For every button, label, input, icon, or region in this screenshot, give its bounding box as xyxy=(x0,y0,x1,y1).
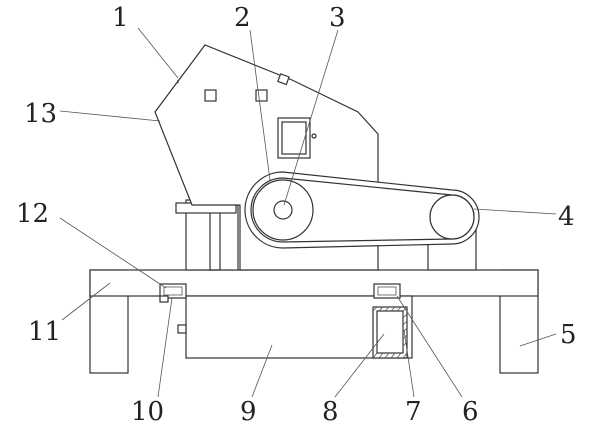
left-clamp xyxy=(159,283,187,303)
callout-labels: 1 2 3 4 5 6 7 8 9 10 11 12 13 xyxy=(16,3,577,427)
callout-12: 12 xyxy=(16,199,49,229)
callout-5: 5 xyxy=(560,320,577,350)
inspection-door xyxy=(277,117,311,159)
callout-13: 13 xyxy=(24,99,57,129)
callout-1: 1 xyxy=(112,3,129,33)
callout-2: 2 xyxy=(234,3,251,33)
callout-6: 6 xyxy=(462,397,479,427)
belt-drive xyxy=(244,171,480,271)
collection-box xyxy=(177,295,413,359)
callout-11: 11 xyxy=(28,317,61,347)
leader-7 xyxy=(403,329,415,398)
callout-8: 8 xyxy=(322,397,339,427)
leader-10 xyxy=(157,297,173,398)
window-right xyxy=(255,89,268,102)
callout-9: 9 xyxy=(240,397,257,427)
leader-1 xyxy=(137,27,179,79)
window-left xyxy=(204,89,217,102)
table-top xyxy=(89,269,539,297)
leader-4 xyxy=(473,208,557,215)
leader-6 xyxy=(396,295,463,398)
callout-4: 4 xyxy=(558,202,575,232)
small-pulley xyxy=(429,194,475,240)
leader-8 xyxy=(334,333,385,398)
leader-9 xyxy=(251,344,273,398)
outlet-chute xyxy=(372,306,408,359)
leader-3 xyxy=(283,29,339,206)
leader-2 xyxy=(249,29,271,181)
leader-5 xyxy=(519,333,557,347)
callout-7: 7 xyxy=(405,397,422,427)
chute-hatching xyxy=(372,306,408,359)
leader-11 xyxy=(61,282,111,321)
callout-3: 3 xyxy=(329,3,346,33)
large-pulley xyxy=(252,179,314,241)
leader-lines xyxy=(59,27,557,398)
side-tab xyxy=(177,324,187,334)
top-nub xyxy=(277,73,290,86)
right-clamp xyxy=(373,283,401,299)
callout-10: 10 xyxy=(131,397,164,427)
leader-12 xyxy=(59,217,167,289)
leader-13 xyxy=(59,110,161,122)
